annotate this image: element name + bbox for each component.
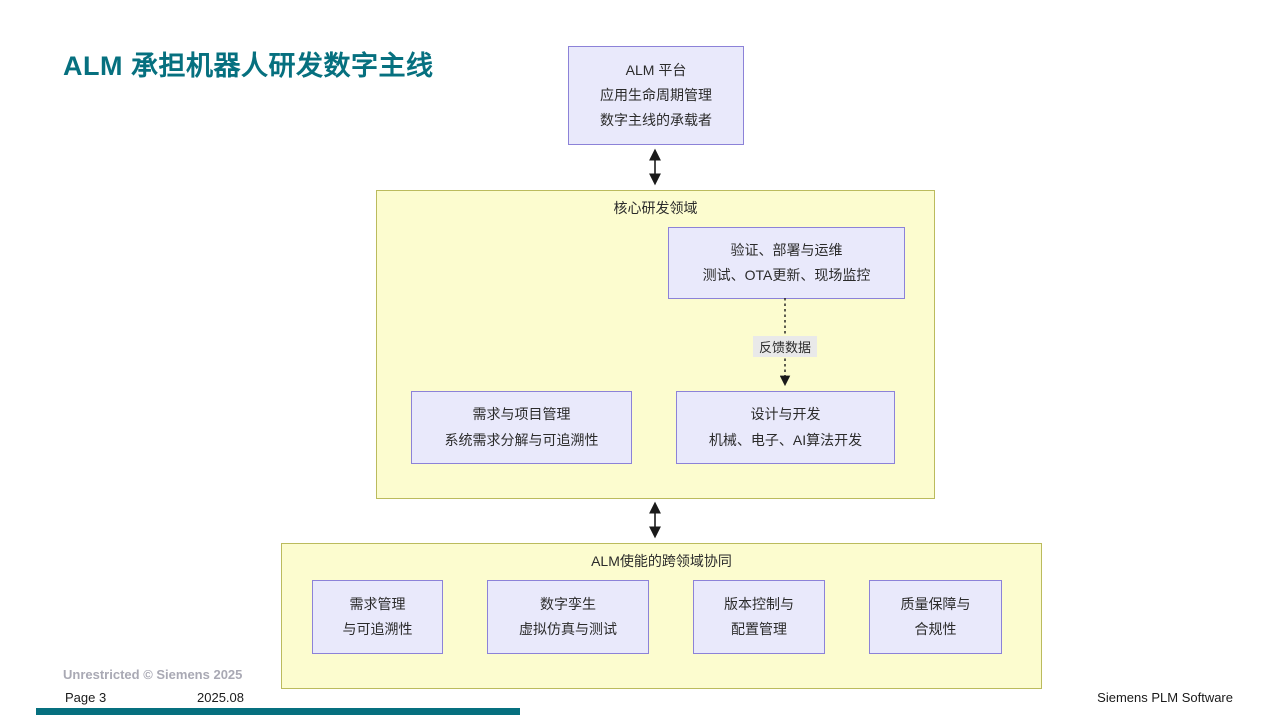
digital-twin-line: 虚拟仿真与测试: [519, 621, 617, 637]
version-control-line: 配置管理: [731, 621, 787, 637]
quality-compliance-line: 质量保障与: [900, 595, 971, 612]
footer-page-number: Page 3: [65, 690, 107, 705]
footer-date: 2025.08: [197, 690, 244, 705]
alm-platform-line: ALM 平台: [625, 61, 687, 78]
digital-twin-line: 数字孪生: [540, 595, 596, 612]
requirements-project-line: 需求与项目管理: [472, 406, 571, 423]
verify-deploy-ops-line: 验证、部署与运维: [730, 241, 843, 258]
requirements-traceability-line: 与可追溯性: [342, 621, 413, 637]
quality-compliance-box: 质量保障与 合规性: [869, 580, 1002, 654]
footer-brand-text: Siemens PLM Software: [1097, 690, 1233, 705]
requirements-traceability-line: 需求管理: [349, 595, 406, 612]
design-development-box: 设计与开发 机械、电子、AI算法开发: [676, 391, 895, 464]
digital-twin-box: 数字孪生 虚拟仿真与测试: [487, 580, 649, 654]
verify-deploy-ops-box: 验证、部署与运维 测试、OTA更新、现场监控: [668, 227, 905, 299]
page-title: ALM 承担机器人研发数字主线: [63, 51, 434, 81]
alm-platform-line: 数字主线的承载者: [600, 112, 712, 129]
feedback-data-label: 反馈数据: [752, 336, 818, 357]
alm-platform-box: ALM 平台 应用生命周期管理 数字主线的承载者: [568, 46, 744, 145]
quality-compliance-line: 合规性: [914, 621, 957, 637]
collab-domain-title: ALM使能的跨领域协同: [591, 553, 732, 569]
alm-platform-line: 应用生命周期管理: [600, 86, 712, 103]
version-control-line: 版本控制与: [724, 595, 794, 612]
version-control-box: 版本控制与 配置管理: [693, 580, 825, 654]
footer-unrestricted-text: Unrestricted © Siemens 2025: [63, 667, 243, 682]
verify-deploy-ops-line: 测试、OTA更新、现场监控: [702, 267, 871, 283]
core-domain-title: 核心研发领域: [613, 200, 698, 216]
requirements-traceability-box: 需求管理 与可追溯性: [312, 580, 443, 654]
bottom-accent-bar: [36, 708, 520, 715]
design-development-line: 机械、电子、AI算法开发: [708, 431, 863, 448]
requirements-project-line: 系统需求分解与可追溯性: [444, 431, 599, 448]
design-development-line: 设计与开发: [750, 406, 821, 423]
requirements-project-box: 需求与项目管理 系统需求分解与可追溯性: [411, 391, 632, 464]
